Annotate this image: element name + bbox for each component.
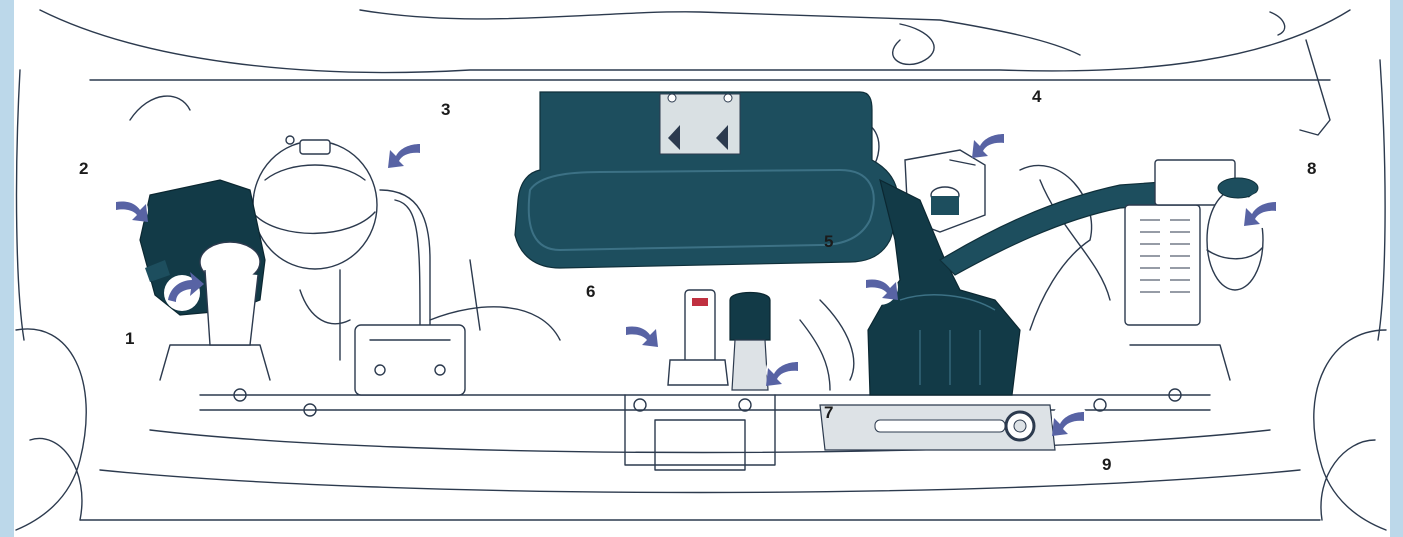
callout-2: 2 <box>79 160 88 177</box>
callout-8: 8 <box>1307 160 1316 177</box>
callout-5: 5 <box>824 233 833 250</box>
left-edge-tint <box>0 0 14 537</box>
callout-3: 3 <box>441 101 450 118</box>
callout-1: 1 <box>125 330 134 347</box>
callout-4: 4 <box>1032 88 1041 105</box>
towing-eye-tray <box>820 405 1055 450</box>
oil-filler <box>668 290 770 390</box>
callout-7: 7 <box>824 404 833 421</box>
right-edge-tint <box>1390 0 1403 537</box>
engine-cover <box>515 92 898 268</box>
fuse-box <box>355 325 465 395</box>
callout-9: 9 <box>1102 456 1111 473</box>
coolant-reservoir <box>253 136 377 269</box>
callout-6: 6 <box>586 283 595 300</box>
washer-reservoir <box>140 180 265 345</box>
